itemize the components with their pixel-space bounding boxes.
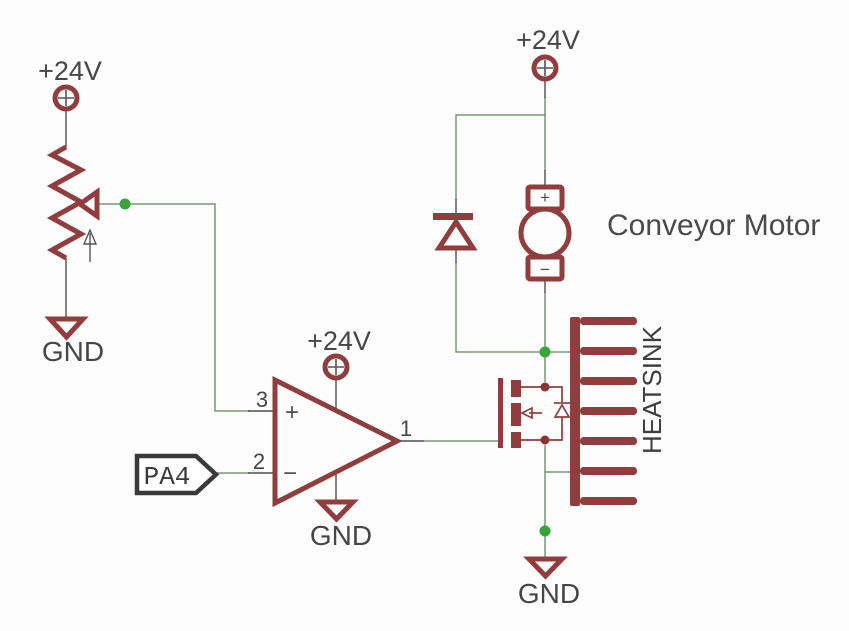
heatsink-fin xyxy=(580,437,637,445)
supply-plus-icon xyxy=(537,60,553,76)
mosfet xyxy=(498,378,571,448)
supply-plus-icon xyxy=(328,359,344,375)
diode-triangle xyxy=(434,217,478,251)
net-wire-diode-to-drain-node xyxy=(455,262,570,353)
supply-label-motor: +24V xyxy=(516,25,580,55)
mosfet-channel-dash-mid xyxy=(511,403,521,426)
gnd-triangle-icon xyxy=(314,499,359,523)
gnd-label-motor: GND xyxy=(518,578,580,609)
opamp-pin-number-2: 2 xyxy=(253,449,265,474)
potentiometer-wiper xyxy=(75,187,100,221)
mosfet-bulk-arrowhead-icon xyxy=(520,406,533,420)
gnd-triangle-icon xyxy=(44,316,89,341)
heatsink-label: HEATSINK xyxy=(637,325,667,454)
gnd-symbol-motor: GND xyxy=(518,556,580,609)
opamp-pin-number-3: 3 xyxy=(256,387,268,412)
opamp-plus-sign: + xyxy=(285,399,299,426)
heatsink-fin xyxy=(580,407,637,415)
mosfet-ds-leads xyxy=(521,386,542,441)
supply-label-pot: +24V xyxy=(38,56,102,86)
opamp-body xyxy=(272,375,403,508)
mosfet-gate-bar xyxy=(498,378,503,448)
flyback-diode xyxy=(433,213,478,251)
dc-motor: + − xyxy=(518,184,572,282)
junction-dots xyxy=(119,198,551,537)
junction-dot-drain-node xyxy=(539,346,551,358)
net-wire-pot-to-opamp xyxy=(97,203,250,412)
opamp-pin-number-1: 1 xyxy=(400,416,412,441)
supply-symbol-opamp: +24V xyxy=(307,326,371,381)
mosfet-body-diode-triangle xyxy=(553,403,571,418)
motor-minus-sign: − xyxy=(540,260,550,279)
heatsink-fin xyxy=(580,377,637,385)
gnd-label-opamp: GND xyxy=(310,520,372,551)
supply-plus-icon xyxy=(58,90,74,106)
junction-dot-wiper xyxy=(119,198,131,210)
supply-circle-icon xyxy=(322,353,350,381)
heatsink: HEATSINK xyxy=(570,317,667,506)
gnd-symbol-opamp: GND xyxy=(310,499,372,551)
heatsink-fin xyxy=(580,347,637,355)
heatsink-spine xyxy=(570,317,580,506)
conveyor-motor-label: Conveyor Motor xyxy=(607,209,820,242)
pa4-flag-outline xyxy=(134,453,220,496)
supply-label-opamp: +24V xyxy=(307,326,371,356)
opamp-minus-sign: − xyxy=(283,460,297,487)
potentiometer-body xyxy=(46,144,87,261)
heatsink-fin xyxy=(580,317,637,325)
pa4-label: PA4 xyxy=(144,462,191,492)
mosfet-channel-dash-top xyxy=(511,380,521,397)
motor-plus-sign: + xyxy=(540,188,550,207)
supply-circle-icon xyxy=(531,54,559,82)
supply-symbol-pot: +24V xyxy=(38,56,102,112)
mosfet-channel-dash-bottom xyxy=(511,432,521,448)
net-wires xyxy=(97,97,570,558)
mosfet-body-diode-leads xyxy=(545,386,563,441)
junction-dot-gnd-node xyxy=(539,525,551,537)
wiper-adjust-arrowhead-icon xyxy=(82,228,98,245)
heatsink-fin xyxy=(580,467,637,475)
supply-symbol-motor: +24V xyxy=(516,25,580,82)
gnd-symbol-pot: GND xyxy=(42,316,104,367)
pin-stubs xyxy=(65,79,546,501)
potentiometer xyxy=(46,144,100,262)
opamp: + − 3 2 1 xyxy=(253,375,412,508)
diode-cathode-bar xyxy=(433,213,473,220)
gnd-triangle-icon xyxy=(523,556,568,580)
heatsink-fin xyxy=(580,497,637,505)
gnd-label-pot: GND xyxy=(42,336,104,367)
net-wire-24v-branch-to-diode xyxy=(455,114,545,200)
pa4-net-flag: PA4 xyxy=(134,453,220,496)
motor-body-circle xyxy=(518,206,572,260)
supply-circle-icon xyxy=(52,84,80,112)
